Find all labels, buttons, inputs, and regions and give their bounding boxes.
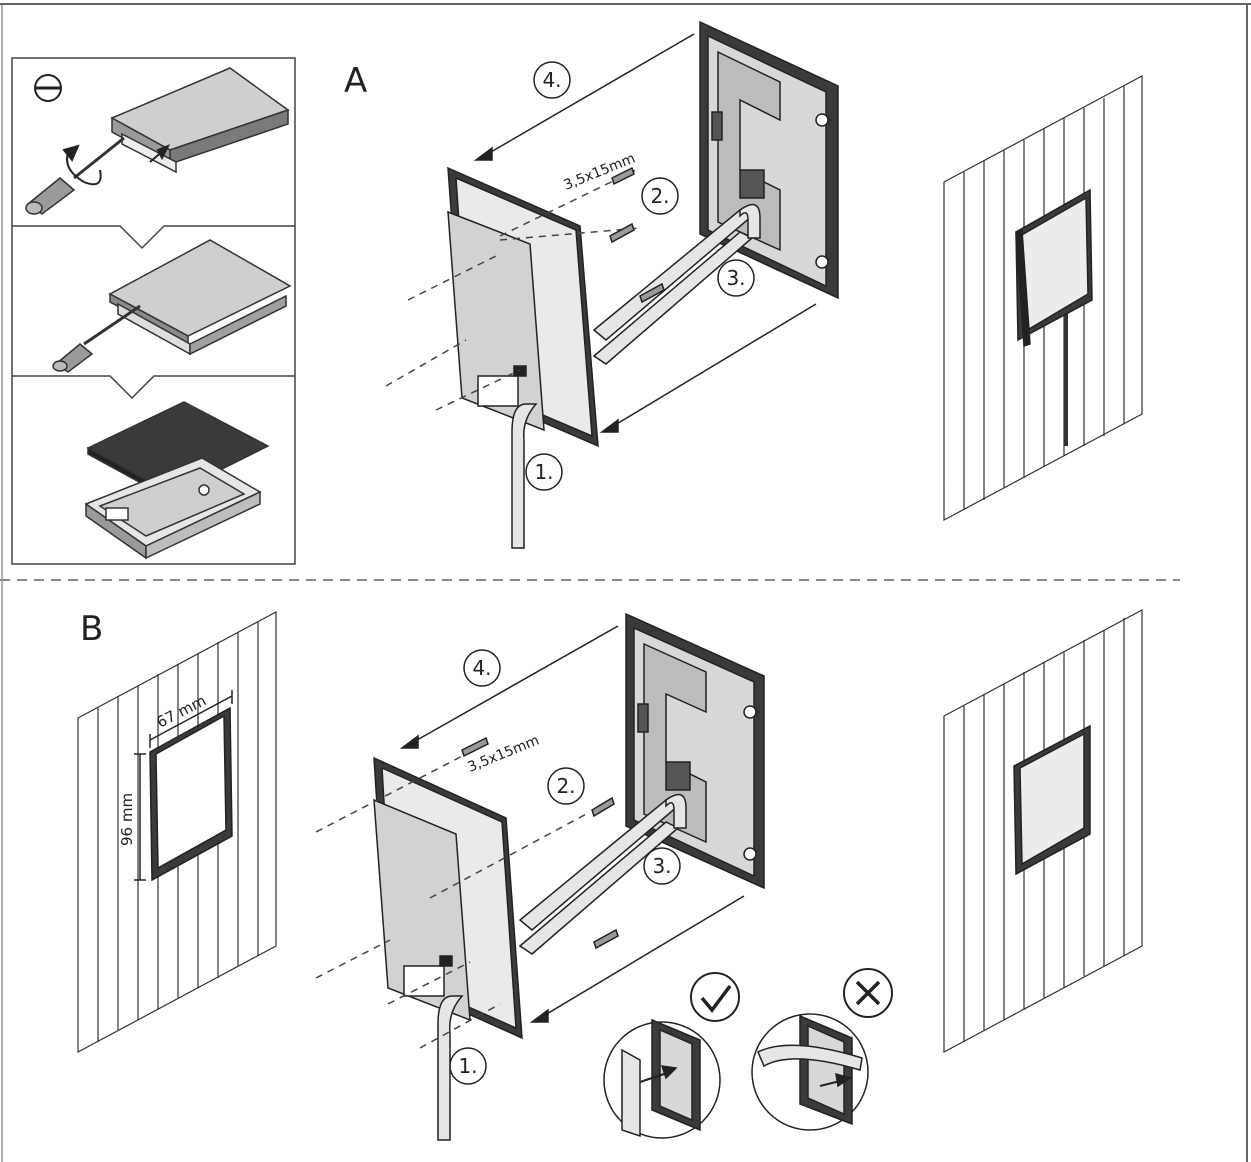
- svg-text:4.: 4.: [472, 656, 491, 680]
- svg-text:3.: 3.: [726, 266, 745, 290]
- svg-text:2.: 2.: [556, 774, 575, 798]
- svg-text:2.: 2.: [650, 184, 669, 208]
- step-marker-3: 3.: [643, 847, 681, 885]
- mounted-device: [1013, 724, 1091, 876]
- screw-icon: [609, 166, 665, 304]
- check-icon: [690, 972, 740, 1022]
- mount-arrows: [473, 33, 817, 433]
- svg-text:1.: 1.: [458, 1054, 477, 1078]
- step-marker-4: 4.: [463, 649, 501, 687]
- closed-device: [110, 67, 290, 174]
- wall-cutout: [149, 706, 233, 882]
- open-back-case: [84, 457, 262, 560]
- correct-routing-detail: [603, 1018, 721, 1139]
- mounted-device: [1015, 188, 1093, 348]
- svg-text:1.: 1.: [534, 460, 553, 484]
- step-marker-3: 3.: [717, 259, 755, 297]
- screwdriver-icon: [25, 136, 125, 215]
- opening-device: [108, 239, 292, 356]
- svg-text:4.: 4.: [542, 68, 561, 92]
- screw-guides: [315, 751, 591, 1049]
- screw-size-label: 3,5x15mm: [466, 733, 542, 776]
- minus-screwdriver-icon: [34, 74, 62, 102]
- section-letter-a: A: [344, 61, 367, 101]
- back-case: [373, 756, 523, 1040]
- rotate-arrow-icon: [62, 144, 102, 186]
- cutout-height-label: 96 mm: [118, 793, 136, 846]
- back-case: [447, 166, 599, 448]
- push-arrow-icon: [149, 144, 171, 163]
- cable: [511, 203, 761, 549]
- screwdriver-icon: [52, 304, 141, 373]
- page-frame: [0, 3, 1251, 1162]
- step-marker-2: 2.: [641, 177, 679, 215]
- incorrect-routing-detail: [751, 1013, 869, 1131]
- step-marker-1: 1.: [525, 453, 563, 491]
- step-marker-4: 4.: [533, 61, 571, 99]
- screw-icon: [461, 736, 619, 950]
- cross-icon: [843, 968, 893, 1018]
- mount-arrows: [399, 625, 745, 1023]
- cutout-dimensions: [134, 690, 233, 881]
- screw-guides: [385, 167, 641, 411]
- step-marker-1: 1.: [449, 1047, 487, 1085]
- svg-text:3.: 3.: [652, 854, 671, 878]
- cover-removal-inset: [11, 57, 296, 565]
- step-marker-2: 2.: [547, 767, 585, 805]
- section-letter-b: B: [80, 609, 103, 649]
